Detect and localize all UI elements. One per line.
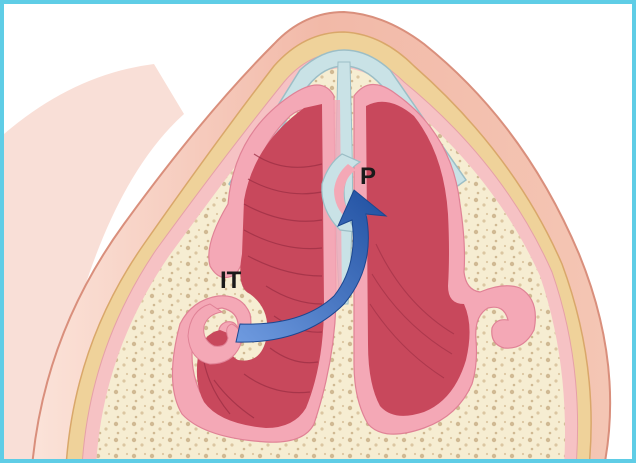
label-it: IT <box>220 267 242 294</box>
nasal-cross-section-diagram: P IT <box>4 4 636 463</box>
label-p: P <box>360 163 376 190</box>
